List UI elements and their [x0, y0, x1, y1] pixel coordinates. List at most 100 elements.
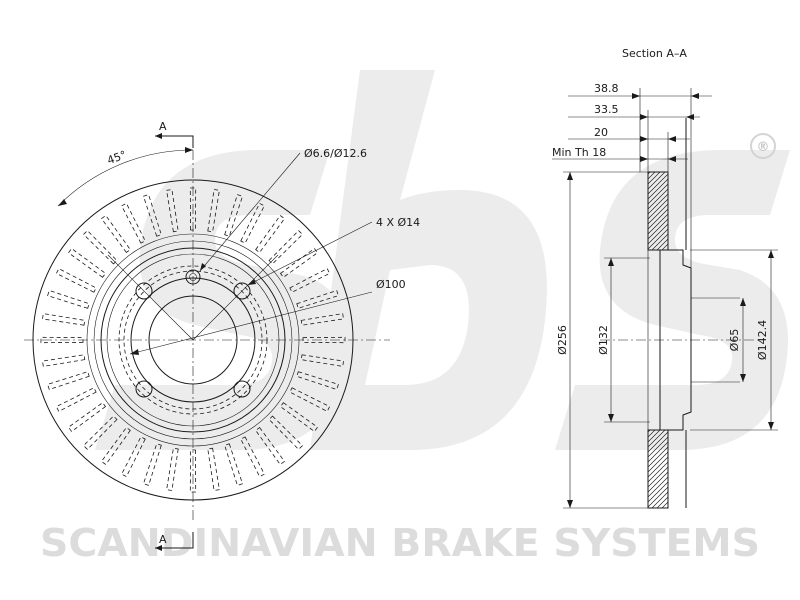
hatch-line [647, 171, 651, 175]
company-name-watermark: SCANDINAVIAN BRAKE SYSTEMS [40, 521, 760, 565]
bolt-hole [233, 380, 251, 398]
vane [42, 313, 86, 326]
hatch-line [647, 429, 651, 433]
hatch-line [651, 233, 669, 251]
hatch-line [647, 213, 669, 235]
vane [142, 443, 162, 486]
hat-depth-dimension: 33.5 [568, 103, 700, 172]
outer-diameter-dimension: Ø256 [556, 171, 650, 509]
hatch-line [647, 446, 669, 468]
hatch-line [651, 491, 669, 509]
vane [100, 214, 131, 254]
vane [302, 336, 346, 344]
vane [300, 354, 344, 367]
disc-thickness-dimension: 20 [568, 126, 690, 172]
hatch-line [647, 429, 666, 448]
center-bore-label: Ø65 [728, 329, 741, 352]
hat-diameter-label: Ø132 [597, 325, 610, 355]
hatch-line [647, 193, 669, 215]
hatch-line [647, 198, 669, 220]
vane [55, 387, 97, 412]
bolt-hole [233, 282, 251, 300]
vane [142, 194, 162, 237]
disc-thickness-label: 20 [594, 126, 608, 139]
hatch-line [647, 486, 669, 508]
section-marker-bottom: A [155, 532, 194, 551]
registered-mark: ® [750, 133, 776, 159]
vane [47, 371, 90, 391]
angle-label: 45° [105, 148, 128, 167]
vane [55, 268, 97, 293]
svg-text:®: ® [757, 140, 770, 155]
vane [67, 402, 107, 433]
hatch-line [647, 476, 669, 498]
hatch-line [647, 441, 669, 463]
hat-outer-diameter-dimension: Ø142.4 [690, 249, 778, 431]
disc-front-view: 45° A A Ø6.6/Ø12.6 4 X Ø14 Ø100 [24, 120, 420, 551]
vane [207, 189, 220, 233]
vane [300, 313, 344, 326]
vane [224, 194, 244, 237]
vane [166, 447, 179, 491]
vane [189, 449, 197, 493]
vane [42, 354, 86, 367]
disc-section-view: Section A–A 38.8 [552, 47, 778, 509]
vane [224, 443, 244, 486]
sbs-watermark: ® SCANDINAVIAN BRAKE SYSTEMS [40, 70, 790, 565]
hatch-line [647, 173, 669, 195]
vane [83, 230, 118, 265]
outer-diameter-label: Ø256 [556, 325, 569, 355]
hat-depth-label: 33.5 [594, 103, 619, 116]
hatch-line [647, 429, 661, 443]
vane [268, 230, 303, 265]
hatch-line [647, 228, 669, 250]
hatch-line [647, 203, 669, 225]
bolt-hole [135, 380, 153, 398]
hatch-line [661, 243, 669, 251]
hatch-line [647, 466, 669, 488]
hatch-line [647, 429, 656, 438]
hatch-line [647, 451, 669, 473]
hatch-line [647, 223, 669, 245]
vane [67, 247, 107, 278]
hat-outer-diameter-label: Ø142.4 [756, 320, 769, 360]
total-thickness-label: 38.8 [594, 82, 619, 95]
vane [268, 415, 303, 450]
hatch-line [656, 238, 669, 251]
hatch-line [647, 171, 656, 180]
hatch-line [647, 461, 669, 483]
hatch-line [647, 456, 669, 478]
section-marker-top: A [155, 120, 194, 148]
hole-label: Ø6.6/Ø12.6 [304, 147, 367, 160]
vane [255, 426, 286, 466]
vane [207, 447, 220, 491]
bolt-leader: 4 X Ø14 [247, 216, 420, 286]
svg-text:A: A [159, 120, 167, 133]
hatch-line [647, 178, 669, 200]
hatch-line [647, 183, 669, 205]
vane [166, 189, 179, 233]
hatch-line [647, 218, 669, 240]
hatch-line [647, 171, 661, 185]
vane [47, 289, 90, 309]
hatch-line [647, 431, 669, 453]
min-thickness-label: Min Th 18 [552, 146, 606, 159]
angle-dimension: 45° [57, 147, 194, 207]
vane [121, 202, 146, 244]
bolt-holes [135, 282, 251, 398]
bolt-hole [135, 282, 153, 300]
hatch-line [647, 171, 666, 190]
vane [189, 187, 197, 231]
vane [83, 415, 118, 450]
hatch-line [647, 436, 669, 458]
vane [296, 289, 339, 309]
pcd-label: Ø100 [376, 278, 406, 291]
hatch-line [661, 501, 669, 509]
hatch-line [647, 481, 669, 503]
hatch-line [656, 496, 669, 509]
vane [255, 214, 286, 254]
hat-diameter-dimension: Ø132 [597, 257, 650, 423]
hatch-line [647, 188, 669, 210]
min-thickness-dimension: Min Th 18 [552, 146, 688, 162]
